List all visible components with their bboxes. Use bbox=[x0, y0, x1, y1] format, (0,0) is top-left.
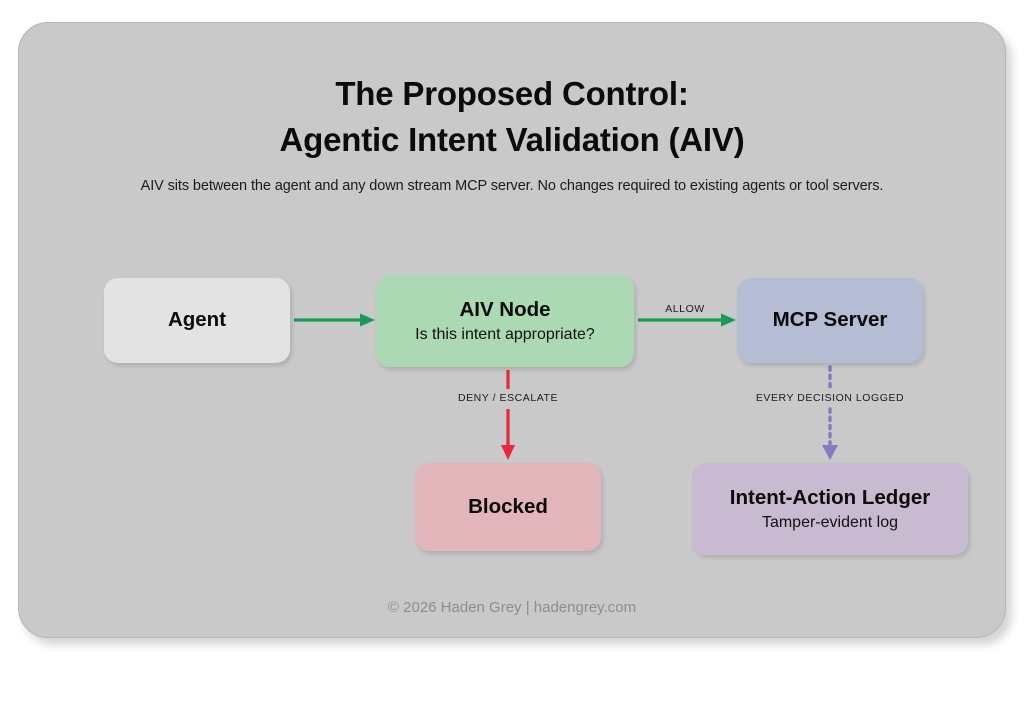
page-title-line-2: Agentic Intent Validation (AIV) bbox=[279, 120, 745, 158]
edge-label-every-decision-logged: EVERY DECISION LOGGED bbox=[755, 392, 905, 404]
page-title-line-1: The Proposed Control: bbox=[335, 75, 689, 112]
node-aiv-title: AIV Node bbox=[459, 297, 551, 321]
footer-copyright: © 2026 Haden Grey | hadengrey.com bbox=[387, 599, 637, 616]
node-blocked[interactable]: Blocked bbox=[415, 463, 601, 551]
page-title: The Proposed Control: Agentic Intent Val… bbox=[19, 71, 1005, 162]
page-subtitle: AIV sits between the agent and any down … bbox=[140, 178, 884, 194]
node-aiv[interactable]: AIV Node Is this intent appropriate? bbox=[376, 275, 634, 367]
node-aiv-subtitle: Is this intent appropriate? bbox=[415, 326, 595, 344]
node-blocked-title: Blocked bbox=[468, 494, 548, 518]
node-agent-title: Agent bbox=[167, 308, 227, 332]
edge-aiv-to-blocked bbox=[501, 370, 515, 460]
diagram-card: The Proposed Control: Agentic Intent Val… bbox=[18, 22, 1006, 638]
node-intent-action-ledger-title: Intent-Action Ledger bbox=[729, 485, 931, 509]
edge-agent-to-aiv bbox=[294, 313, 375, 327]
edge-label-deny-escalate: DENY / ESCALATE bbox=[457, 392, 559, 404]
node-mcp-server-title: MCP Server bbox=[772, 308, 888, 332]
node-intent-action-ledger-subtitle: Tamper-evident log bbox=[761, 514, 899, 532]
edge-mcp-to-ledger bbox=[822, 365, 838, 460]
node-agent[interactable]: Agent bbox=[104, 278, 290, 363]
node-mcp-server[interactable]: MCP Server bbox=[737, 278, 923, 363]
edge-aiv-to-mcp bbox=[638, 313, 736, 327]
edge-label-allow: ALLOW bbox=[665, 303, 705, 315]
node-intent-action-ledger[interactable]: Intent-Action Ledger Tamper-evident log bbox=[692, 463, 968, 555]
